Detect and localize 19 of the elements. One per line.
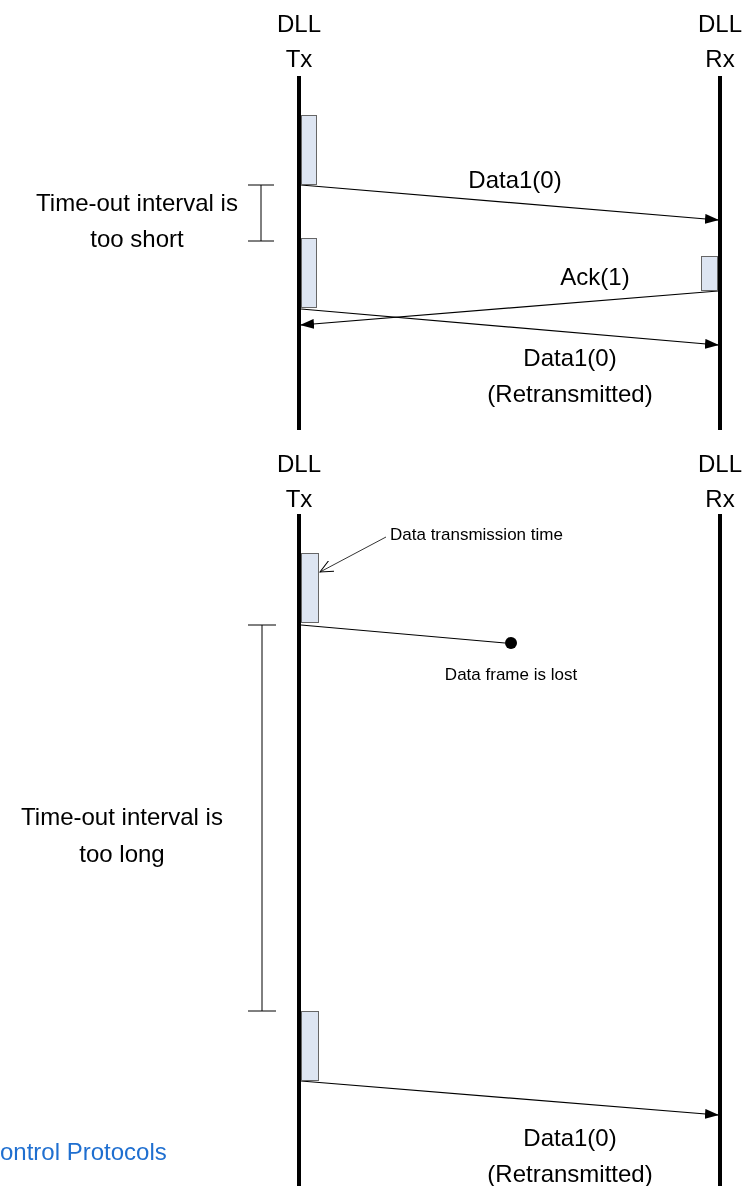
activation-box: [301, 553, 319, 623]
activation-box: [701, 256, 718, 291]
activation-box: [301, 1011, 319, 1081]
lifeline-label: DLL Rx: [697, 449, 743, 514]
lifeline-label: DLL Rx: [697, 9, 743, 74]
callout-text: Data transmission time: [390, 524, 564, 546]
lifeline-label: DLL Tx: [276, 449, 322, 514]
arrow: [300, 184, 719, 224]
activation-box: [301, 115, 317, 185]
footer-text: ontrol Protocols: [0, 1137, 167, 1167]
message-label: Data1(0): [467, 165, 563, 195]
dot-caption: Data frame is lost: [443, 664, 579, 686]
lifeline-label: DLL Tx: [276, 9, 322, 74]
interval-label: Time-out interval is too short: [35, 188, 239, 254]
message-label: Ack(1): [559, 262, 631, 292]
activation-box: [301, 238, 317, 308]
message-label: Data1(0) (Retransmitted): [486, 343, 654, 409]
interval-label: Time-out interval is too long: [20, 802, 224, 869]
arrow: [300, 308, 719, 349]
